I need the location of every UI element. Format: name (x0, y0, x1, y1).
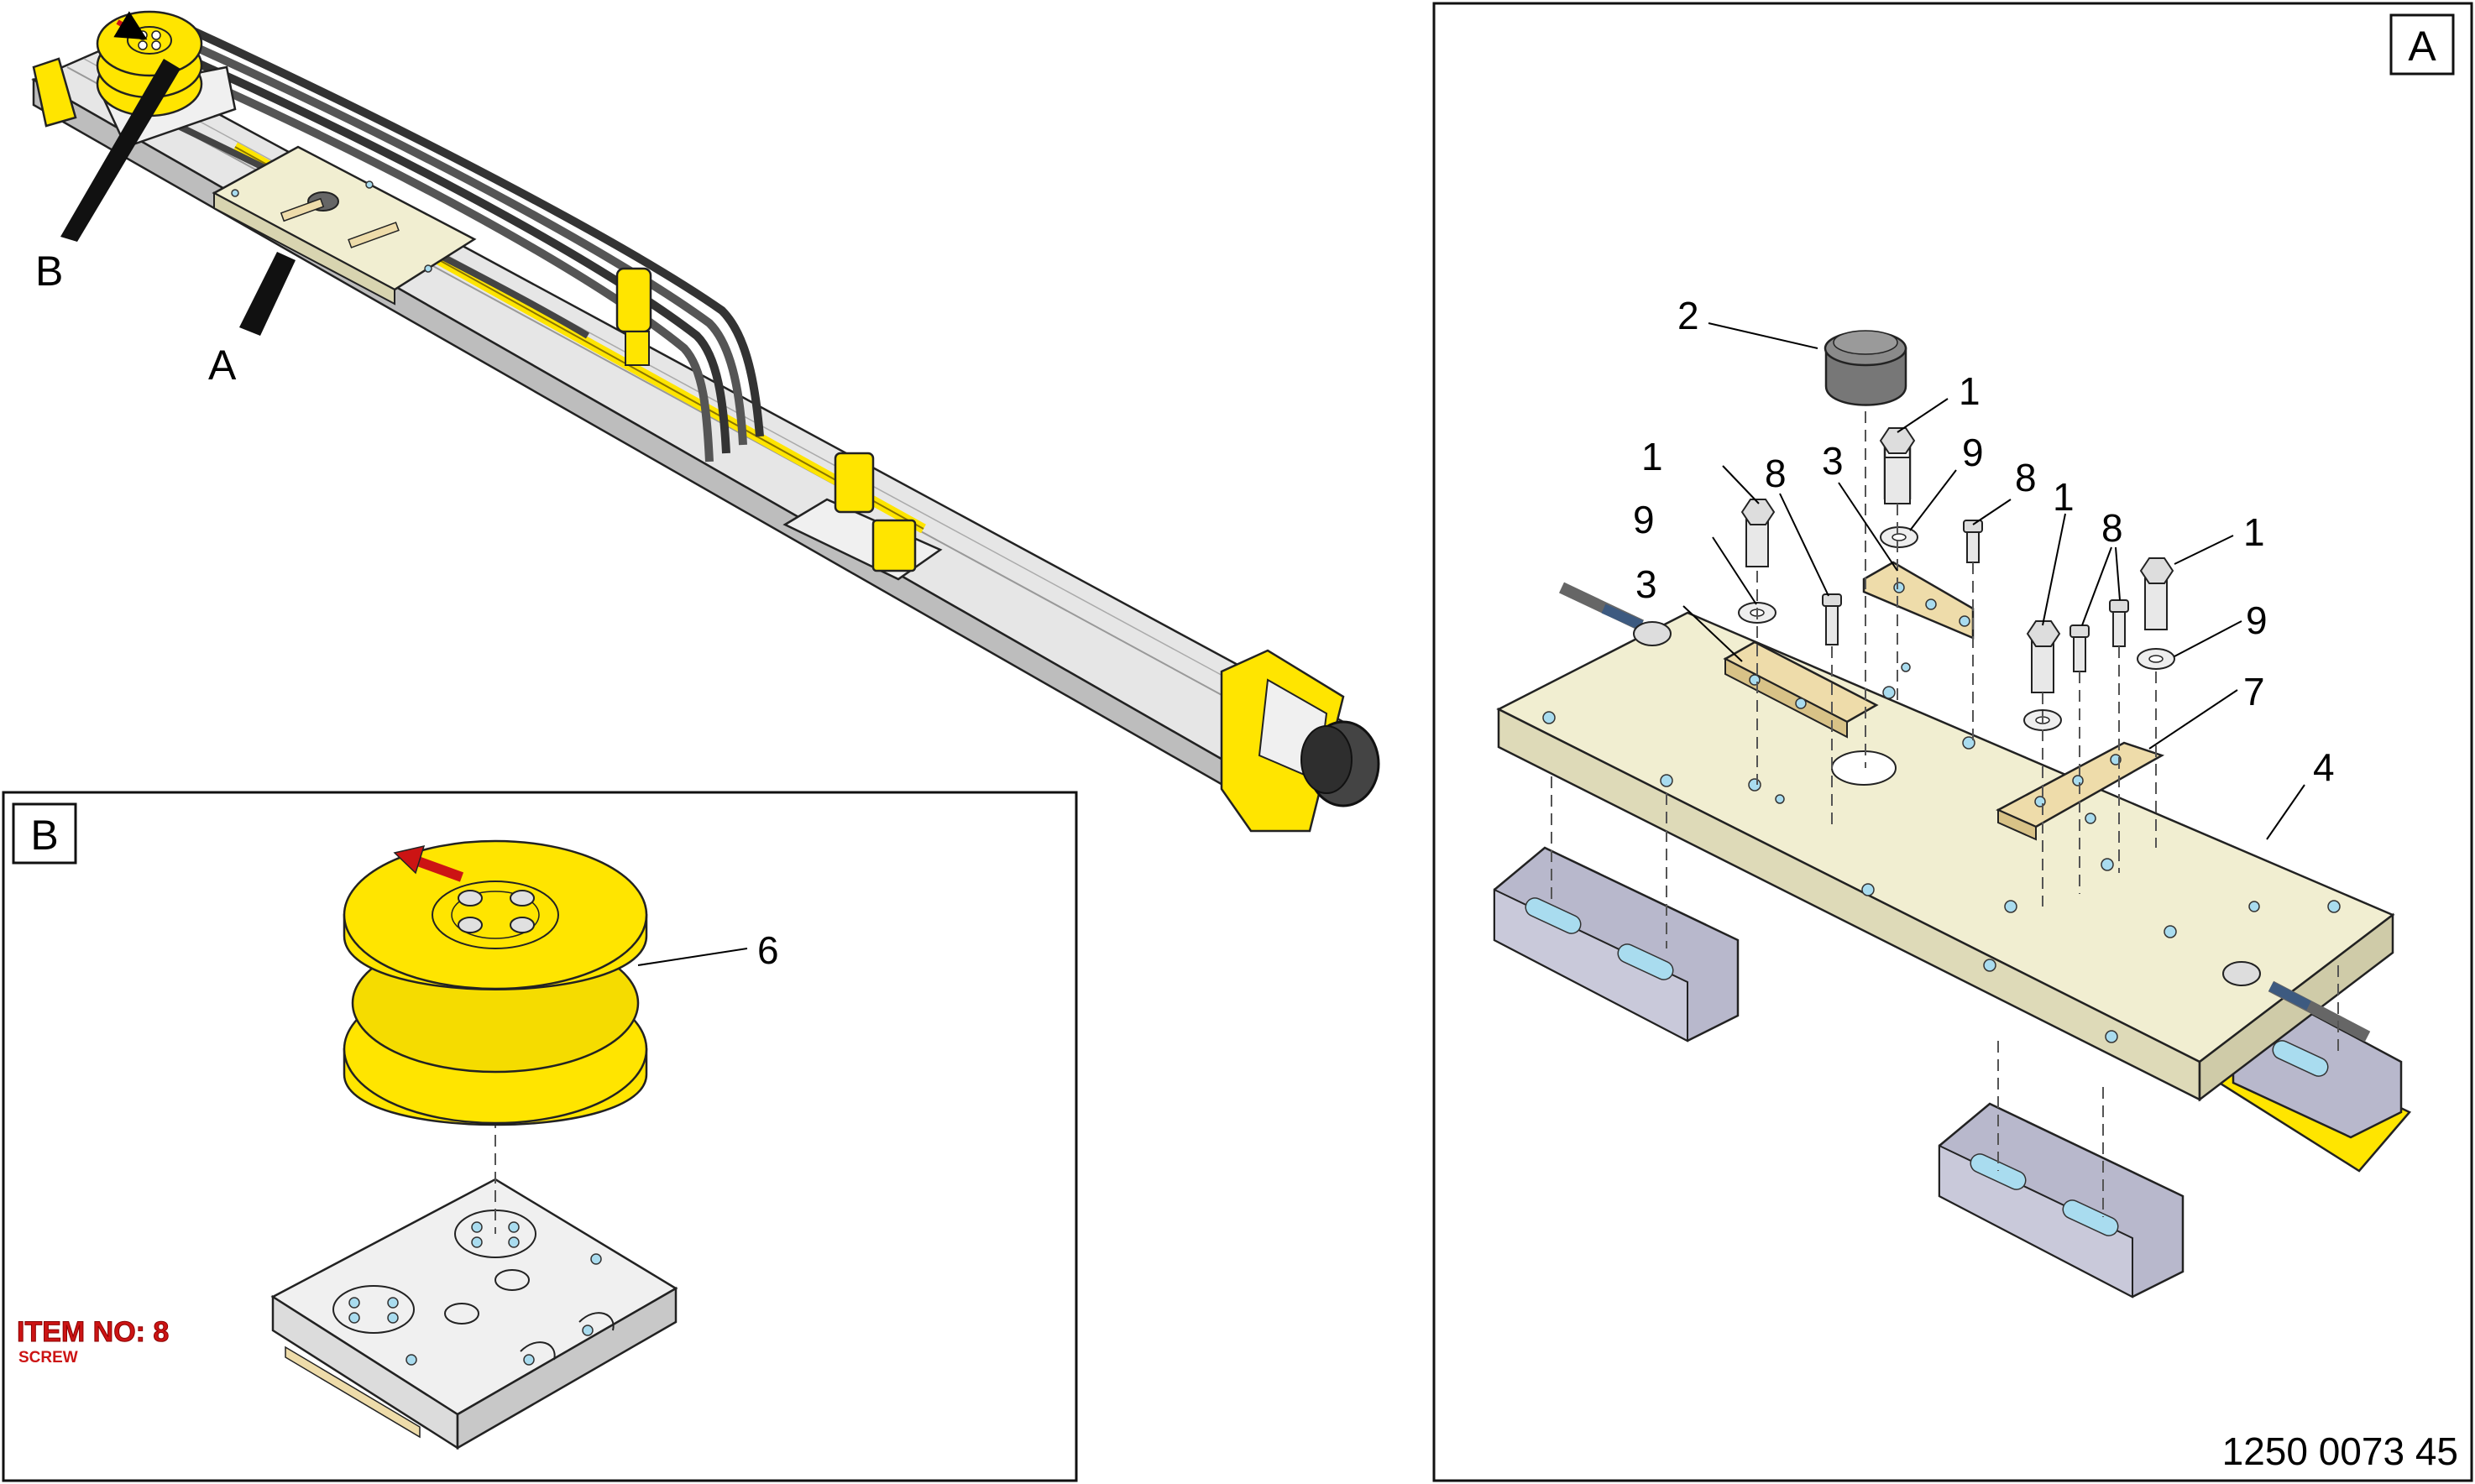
detail-a-label: A (2408, 23, 2436, 70)
detail-a-frame (1432, 2, 2473, 1482)
middle-carrier (782, 452, 943, 581)
pulley-base-plate (270, 1178, 678, 1450)
detail-b-label-box (12, 802, 77, 865)
carriage-plate-4 (1496, 611, 2395, 1102)
item-number-label: ITEM NO: 8 (17, 1316, 169, 1348)
end-unit (1220, 649, 1380, 833)
callout-1-top: 1 (1959, 369, 1981, 413)
leader-lines-a (1682, 322, 2305, 840)
detail-a-label-box (2389, 13, 2455, 76)
callout-6: 6 (757, 928, 779, 972)
callout-1-right: 1 (2243, 510, 2265, 554)
overview-assembly: B A (31, 10, 1380, 833)
detail-b-label: B (30, 812, 58, 859)
callout-2: 2 (1677, 294, 1699, 337)
pulley-bolts (458, 890, 535, 933)
callout-7: 7 (2243, 670, 2265, 713)
leader-b (60, 59, 181, 242)
detail-b-frame (2, 791, 1078, 1482)
screws-8 (1822, 520, 2129, 672)
callouts-a: 2 1 1 8 3 9 8 1 8 1 9 3 9 7 4 (1633, 294, 2335, 789)
leader-a (239, 252, 296, 336)
carriage-plate (212, 145, 477, 306)
sensor-cables (1559, 582, 2371, 1042)
callout-3-left: 3 (1635, 562, 1657, 606)
item-description: SCREW (18, 1349, 78, 1366)
direction-arrow (413, 855, 464, 882)
callout-overview-b: B (35, 248, 63, 295)
callout-8-right: 8 (2101, 506, 2123, 550)
callout-3-top: 3 (1822, 439, 1844, 483)
bolts-1 (1740, 427, 2174, 693)
main-rail (31, 49, 1346, 808)
pulley-6 (343, 839, 648, 1126)
callout-8-left: 8 (1765, 452, 1787, 495)
callout-9-left: 9 (1633, 498, 1655, 541)
detail-a-panel: A (1432, 2, 2473, 1482)
callout-4: 4 (2313, 745, 2335, 789)
leader-6 (637, 948, 748, 966)
cap-2 (1824, 330, 1907, 406)
callout-8-top: 8 (2015, 456, 2037, 499)
assembly-lines (1551, 411, 2339, 1217)
detail-b-panel: B (2, 791, 1078, 1482)
callout-9-top: 9 (1962, 431, 1984, 474)
callout-9-right: 9 (2246, 598, 2268, 642)
callout-1-left: 1 (1641, 435, 1663, 478)
figure-id: 1250 0073 45 (2222, 1429, 2458, 1473)
callout-overview-a: A (208, 342, 237, 389)
callout-1-mid: 1 (2053, 475, 2075, 519)
belt-clamps (615, 267, 652, 366)
